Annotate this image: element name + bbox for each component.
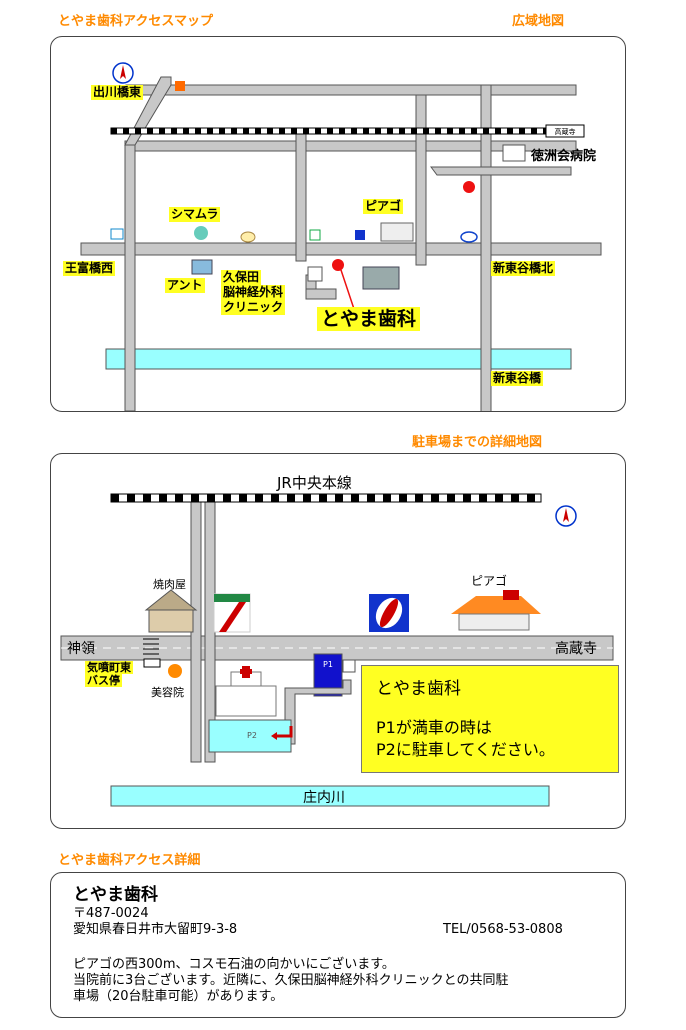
- p1-label: P1: [323, 660, 333, 669]
- label-kubota-3: クリニック: [221, 300, 286, 315]
- label-tokushukai: 徳洲会病院: [531, 149, 597, 164]
- label-otomi: 王富橋西: [63, 261, 116, 276]
- note-clinic-name: とやま歯科: [376, 679, 461, 699]
- wide-map-link[interactable]: 広域地図: [512, 14, 565, 29]
- cosmo-oil-sign: [369, 594, 409, 632]
- label-kanryo: 神領: [67, 641, 95, 657]
- label-piago-detail: ピアゴ: [471, 574, 508, 588]
- label-bus-stop-1: 気噴町東: [85, 661, 133, 674]
- wide-area-map: 高蔵寺 出川橋東 徳洲会病院 シマムラ ピアゴ 王富橋西 新東谷橋北 アント 久…: [50, 36, 626, 412]
- shimamura-icon: [194, 226, 208, 240]
- compass-icon-detail: [555, 505, 577, 527]
- p2-label: P2: [247, 731, 257, 740]
- label-piago-wide: ピアゴ: [363, 199, 404, 214]
- bus-stop-icon: [143, 658, 161, 668]
- roads: [80, 76, 602, 411]
- factory-icon: [362, 266, 400, 290]
- takakuraji-sign-text: 高蔵寺: [555, 127, 576, 136]
- p2-access-road: [284, 679, 352, 745]
- kubota-hospital-icon: [307, 266, 323, 282]
- note-line-1: P1が満車の時は: [376, 718, 492, 737]
- clinic-marker: [332, 259, 344, 271]
- gas-station-icon: [175, 81, 185, 91]
- ant-icon: [191, 259, 213, 275]
- pointer-hand-icon: [342, 659, 356, 673]
- p2-arrow-icon: [277, 726, 293, 738]
- telephone[interactable]: TEL/0568-53-0808: [443, 922, 563, 937]
- piago-building-icon-detail: [451, 590, 541, 631]
- wide-map-svg: 高蔵寺: [80, 62, 602, 411]
- takakuraji-sign: [545, 124, 585, 138]
- label-shinhigashiyabashi: 新東谷橋: [491, 371, 544, 386]
- postal-code: 〒487-0024: [73, 906, 149, 921]
- label-takakuraji-detail: 高蔵寺: [555, 641, 597, 657]
- label-kubota-1: 久保田: [221, 270, 262, 285]
- label-shonaigawa: 庄内川: [303, 790, 345, 806]
- label-yakiniku: 焼肉屋: [153, 578, 186, 591]
- detail-parking-map: P1 P2: [50, 453, 626, 829]
- shonai-river: [110, 785, 550, 807]
- label-kubota-2: 脳神経外科: [221, 285, 286, 300]
- description-line-2: 当院前に3台ございます。近隣に、久保田脳神経外科クリニックとの共同駐: [73, 973, 509, 988]
- seven-icon: [309, 229, 321, 241]
- label-degawa: 出川橋東: [91, 85, 144, 100]
- crosswalk: [143, 638, 159, 655]
- label-clinic-wide: とやま歯科: [317, 307, 421, 331]
- beauty-salon-icon: [168, 664, 182, 678]
- access-detail-heading: とやま歯科アクセス詳細: [58, 853, 201, 868]
- parking-note-box: とやま歯科 P1が満車の時は P2に駐車してください。: [361, 665, 619, 773]
- hospital-icon: [502, 144, 526, 162]
- clinic-name: とやま歯科: [73, 885, 158, 905]
- wide-map-heading: とやま歯科アクセスマップ: [58, 14, 213, 29]
- esso-icon: [460, 231, 478, 243]
- description-line-3: 車場（20台駐車可能）があります。: [73, 989, 284, 1004]
- river: [105, 348, 572, 370]
- label-bus-stop-2: バス停: [85, 674, 122, 687]
- yakiniku-building-icon: [144, 589, 198, 633]
- label-biyouin: 美容院: [151, 686, 184, 699]
- compass-icon-wide: [112, 62, 134, 84]
- detail-map-svg: P1 P2: [60, 493, 614, 807]
- detail-map-heading: 駐車場までの詳細地図: [412, 435, 543, 450]
- address: 愛知県春日井市大留町9-3-8: [73, 922, 238, 937]
- seven-eleven-sign: [213, 593, 251, 633]
- eneos-icon: [463, 181, 475, 193]
- label-shinhigashiyabashi-kita: 新東谷橋北: [491, 261, 556, 276]
- piago-building-icon: [380, 222, 414, 242]
- food-icon: [240, 231, 256, 243]
- label-shimamura: シマムラ: [169, 207, 221, 222]
- label-jr-line: JR中央本線: [277, 474, 352, 492]
- access-detail-box: とやま歯科 〒487-0024 愛知県春日井市大留町9-3-8 TEL/0568…: [50, 872, 626, 1018]
- cosmo-icon: [355, 230, 365, 240]
- note-line-2: P2に駐車してください。: [376, 740, 555, 759]
- store-icon-1: [110, 228, 124, 240]
- hospital-building-icon: [215, 666, 277, 717]
- description-line-1: ピアゴの西300m、コスモ石油の向かいにございます。: [73, 957, 395, 972]
- label-ant: アント: [165, 278, 205, 293]
